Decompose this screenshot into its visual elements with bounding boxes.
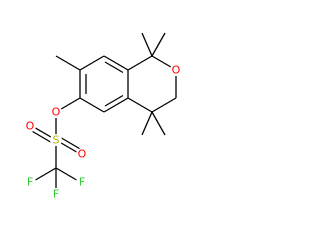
atom-f-bottom: F: [50, 188, 62, 201]
bond-c8-c8a: [103, 55, 129, 71]
bond-c3-c4: [151, 97, 177, 113]
atom-label: O: [172, 64, 181, 77]
atom-label: S: [53, 134, 60, 147]
atom-label: F: [27, 176, 33, 189]
bond-c7-c8: [79, 55, 105, 71]
bond-c4-methyl-right: [151, 111, 166, 136]
bond-c8-c8a-inner: [104, 61, 124, 74]
bond-s-o-top-b: [29, 129, 55, 145]
structure-canvas: O O S O O F F: [24, 32, 182, 201]
bond-c1-methyl-left: [141, 32, 153, 57]
atom-o-sulfonyl-top: O: [24, 120, 36, 133]
atom-label: F: [79, 176, 85, 189]
molecule-drawing: O O S O O F F: [24, 32, 182, 201]
atom-s: S: [50, 134, 62, 147]
atom-label: O: [26, 120, 35, 133]
bond-c5-c6: [79, 97, 105, 113]
bond-c4-methyl-left: [141, 111, 153, 136]
bond-c-f-right: [55, 167, 81, 183]
atom-o-ring: O: [170, 64, 182, 77]
bond-s-o-bottom-b: [57, 135, 83, 151]
atom-o-sulfonyl-bottom: O: [76, 148, 88, 161]
bond-c-f-left: [31, 167, 57, 183]
bond-c1-methyl-right: [151, 32, 166, 57]
atom-label: O: [52, 106, 61, 119]
atom-label: O: [78, 148, 87, 161]
bond-c4a-c5-inner: [104, 94, 124, 107]
atom-layer: O O S O O F F: [24, 64, 182, 201]
bond-c8a-c1: [127, 55, 153, 71]
atom-o-ester: O: [50, 106, 62, 119]
atom-label: F: [53, 188, 59, 201]
bond-c7-methyl: [55, 55, 81, 71]
atom-f-left: F: [24, 176, 36, 189]
bond-c4a-c5: [103, 97, 129, 113]
bond-c4-c4a: [127, 97, 153, 113]
atom-f-right: F: [76, 176, 88, 189]
